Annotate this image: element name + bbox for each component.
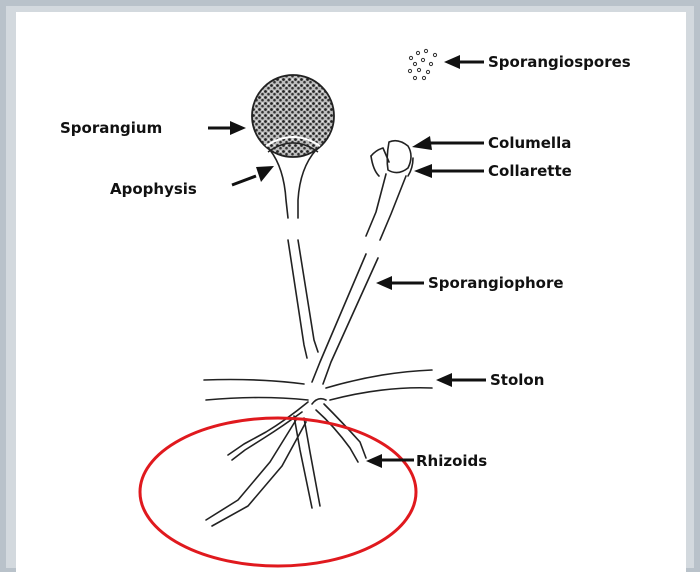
sporangiophore-arrow [376, 276, 424, 290]
stolon-hyphae [204, 370, 432, 400]
stolon-arrow [436, 373, 486, 387]
right-sporangiophore [312, 141, 413, 384]
columella-arrow [412, 136, 484, 150]
label-stolon: Stolon [490, 371, 544, 389]
sporangium-arrow [208, 121, 246, 135]
label-sporangiophore: Sporangiophore [428, 274, 564, 292]
apophysis-arrow [232, 166, 274, 185]
label-apophysis: Apophysis [110, 180, 197, 198]
label-sporangium: Sporangium [60, 119, 162, 137]
sporangiospores-arrow [444, 55, 484, 69]
label-collarette: Collarette [488, 162, 572, 180]
sporangiospores-dots [408, 49, 436, 79]
label-sporangiospores: Sporangiospores [488, 53, 631, 71]
rhizoids-highlight-ellipse [140, 418, 416, 566]
collarette-arrow [414, 164, 484, 178]
sporangium-head [252, 75, 334, 157]
label-columella: Columella [488, 134, 571, 152]
label-rhizoids: Rhizoids [416, 452, 487, 470]
left-sporangiophore [270, 150, 318, 358]
